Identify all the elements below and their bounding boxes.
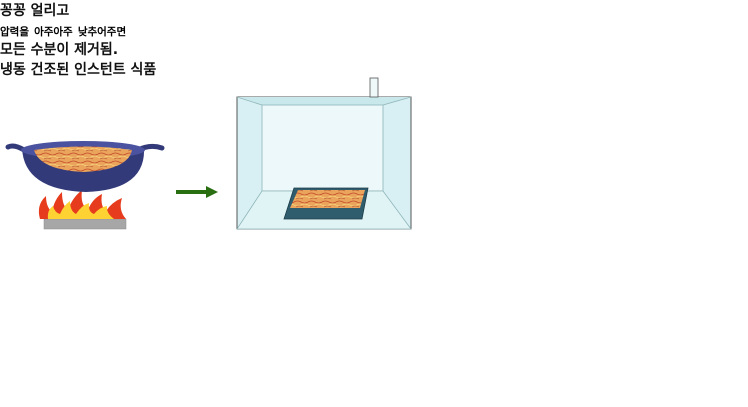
flame-icon — [38, 190, 126, 219]
burner-plate — [43, 218, 127, 230]
arrow-right-icon — [176, 186, 218, 198]
bubble-line-2: 아주아주 — [34, 26, 73, 38]
bubble-line-1: 압력을 — [0, 26, 29, 38]
bubble-line-3: 낮추어주면 — [77, 26, 127, 38]
caption-product: 냉동 건조된 인스턴트 식품 — [0, 62, 157, 78]
caption-freeze: 꽁꽁 얼리고 — [0, 3, 70, 19]
speech-bubble: 압력을 아주아주 낮추어주면 — [0, 20, 126, 39]
exhaust-pipe — [369, 77, 379, 98]
noodle-in-pan — [34, 146, 132, 172]
freezing-chamber — [236, 77, 412, 230]
tray-with-food — [283, 187, 369, 220]
caption-remove-water: 모든 수분이 제거됨. — [0, 42, 119, 58]
pan-icon — [5, 141, 165, 192]
stove-with-pan — [5, 141, 165, 230]
